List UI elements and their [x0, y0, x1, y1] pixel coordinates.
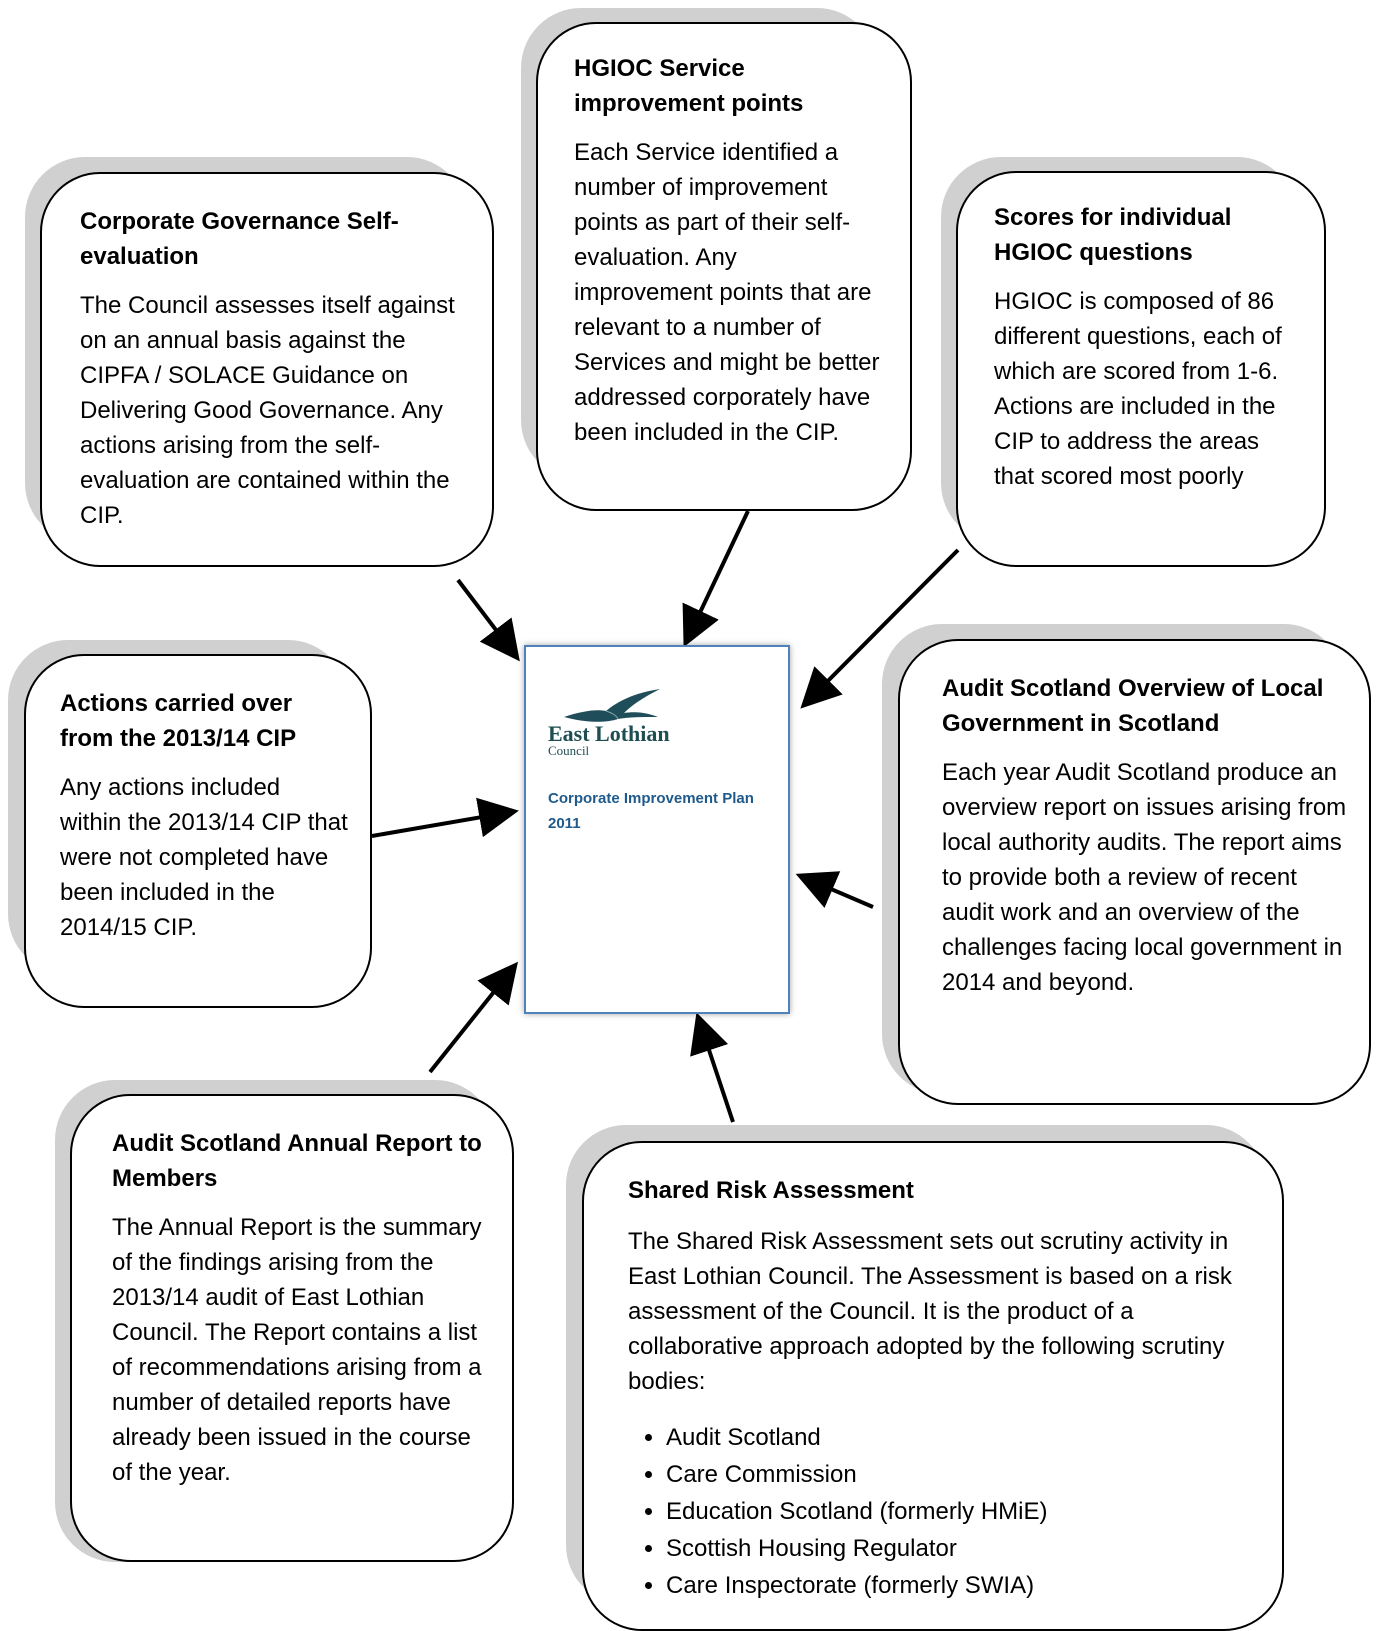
logo-name: East Lothian	[548, 721, 670, 746]
box-body: Each Service identified a number of impr…	[574, 139, 880, 446]
box-audit-scotland-annual: Audit Scotland Annual Report to Members …	[70, 1094, 514, 1562]
plan-title: Corporate Improvement Plan 2011	[548, 790, 754, 832]
box-title: Scores for individual HGIOC questions	[994, 204, 1232, 266]
box-actions-carried-over: Actions carried over from the 2013/14 CI…	[24, 654, 372, 1008]
arrow-from-shared-risk	[690, 1012, 735, 1123]
box-hgioc-scores: Scores for individual HGIOC questions HG…	[956, 171, 1326, 567]
council-bird-logo-icon	[564, 689, 660, 722]
box-title: Audit Scotland Overview of Local Governm…	[942, 675, 1324, 737]
list-item: Care Inspectorate (formerly SWIA)	[666, 1567, 1242, 1604]
arrow-from-hgioc-scores	[800, 548, 960, 709]
corporate-improvement-plan-document: East Lothian Council Corporate Improveme…	[524, 645, 790, 1014]
arrow-from-audit-annual	[428, 961, 518, 1074]
list-item: Care Commission	[666, 1456, 1242, 1493]
box-audit-scotland-overview: Audit Scotland Overview of Local Governm…	[898, 639, 1371, 1105]
box-hgioc-service-improvement: HGIOC Service improvement points Each Se…	[536, 22, 912, 511]
box-corporate-governance: Corporate Governance Self-evaluation The…	[40, 172, 494, 567]
logo-subtitle: Council	[548, 743, 590, 758]
list-item: Education Scotland (formerly HMiE)	[666, 1493, 1242, 1530]
box-title: Actions carried over from the 2013/14 CI…	[60, 690, 297, 752]
box-body: HGIOC is composed of 86 different questi…	[994, 288, 1282, 490]
arrow-from-audit-overview	[795, 871, 874, 909]
box-title: Shared Risk Assessment	[628, 1177, 914, 1204]
box-title: Audit Scotland Annual Report to Members	[112, 1130, 482, 1192]
box-title: HGIOC Service improvement points	[574, 55, 804, 117]
box-body: The Council assesses itself against on a…	[80, 292, 455, 529]
arrow-from-corporate-governance	[456, 578, 520, 662]
arrow-from-hgioc-service	[682, 510, 750, 648]
box-body: Any actions included within the 2013/14 …	[60, 774, 348, 941]
arrow-from-carried-over	[371, 797, 519, 838]
box-body: The Annual Report is the summary of the …	[112, 1214, 482, 1486]
list-item: Scottish Housing Regulator	[666, 1530, 1242, 1567]
box-title: Corporate Governance Self-evaluation	[80, 208, 399, 270]
box-shared-risk-assessment: Shared Risk Assessment The Shared Risk A…	[582, 1141, 1284, 1631]
box-body: The Shared Risk Assessment sets out scru…	[628, 1228, 1232, 1395]
list-item: Audit Scotland	[666, 1419, 1242, 1456]
scrutiny-bodies-list: Audit Scotland Care Commission Education…	[628, 1419, 1242, 1604]
box-body: Each year Audit Scotland produce an over…	[942, 759, 1347, 996]
